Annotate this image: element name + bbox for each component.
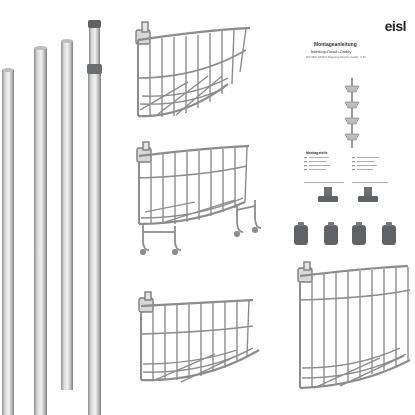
brand-logo: eisl bbox=[384, 18, 407, 34]
double-hook-left bbox=[139, 224, 182, 256]
rubber-clip-3 bbox=[352, 222, 366, 245]
pole-1 bbox=[2, 68, 14, 415]
sheet-article-line: DX1000 SR/3/2 Teleskop-Dusch-Caddy, 3 St… bbox=[306, 55, 367, 59]
corner-basket-bottom-right bbox=[297, 261, 411, 390]
instruction-sheet: eisl Montageanleitung Teleskop-Dusch-Cad… bbox=[292, 18, 412, 188]
foot-cap-1 bbox=[318, 187, 338, 202]
corner-basket-top bbox=[135, 21, 251, 118]
rubber-clip-1 bbox=[294, 222, 308, 245]
parts-list bbox=[304, 157, 388, 183]
rubber-clip-4 bbox=[382, 222, 396, 245]
double-hook-right bbox=[233, 200, 262, 238]
corner-basket-middle-with-hooks bbox=[136, 141, 262, 256]
rubber-clips bbox=[294, 222, 396, 245]
rubber-clip-2 bbox=[324, 222, 338, 245]
pole-4-telescopic bbox=[87, 20, 102, 415]
poles-group bbox=[2, 20, 102, 415]
sheet-title: Montageanleitung bbox=[314, 42, 357, 48]
foot-cap-2 bbox=[358, 187, 378, 202]
pole-2 bbox=[34, 46, 47, 415]
parts-list-heading: Montageteile bbox=[306, 151, 328, 155]
corner-basket-bottom-left bbox=[138, 291, 260, 383]
pole-3 bbox=[61, 39, 73, 390]
assembly-diagram bbox=[344, 78, 360, 148]
rubber-foot-caps bbox=[318, 187, 378, 202]
sheet-subtitle: Teleskop-Dusch-Caddy bbox=[310, 49, 352, 54]
